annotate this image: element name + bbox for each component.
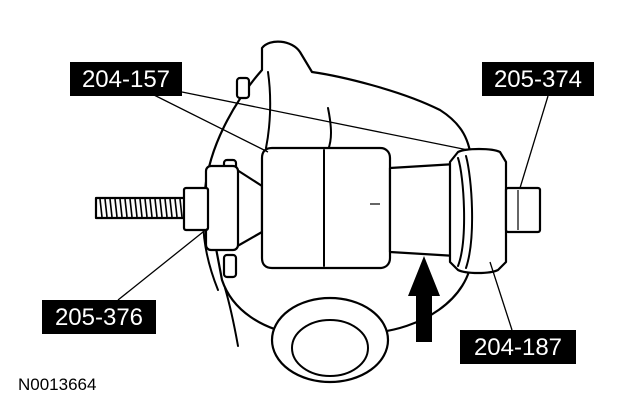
callout-204-157-text: 204-157 [82,66,170,93]
callout-204-187-text: 204-187 [474,334,562,361]
thread-ridge [114,198,118,218]
callout-205-374: 205-374 [482,62,594,96]
bearing-cup-204-187 [448,147,508,275]
thread-ridge [169,198,173,218]
thread-ridge [139,198,143,218]
callout-205-376: 205-376 [42,300,156,334]
thread-ridge [134,198,138,218]
thread-ridge [104,198,108,218]
thread-ridge [144,198,148,218]
thread-ridge [174,198,178,218]
thread-ridge [99,198,103,218]
thread-ridge [109,198,113,218]
thread-ridge [119,198,123,218]
adapter-205-376 [182,164,264,252]
cylinder-204-157 [260,146,392,270]
thread-ridge [124,198,128,218]
axle-tube-opening [270,296,390,384]
force-direction-arrow [408,256,440,342]
thread-ridge [154,198,158,218]
figure-id: N0013664 [18,375,96,394]
thread-ridge [129,198,133,218]
thread-ridge [179,198,183,218]
callout-204-157: 204-157 [70,62,182,96]
thread-ridge [149,198,153,218]
thread-ridge [164,198,168,218]
thread-ridge [159,198,163,218]
callout-205-374-text: 205-374 [494,66,582,93]
leader-lines [117,91,549,331]
callout-205-376-text: 205-376 [55,304,143,331]
nut-205-374 [504,186,542,234]
callout-204-187: 204-187 [460,330,576,364]
